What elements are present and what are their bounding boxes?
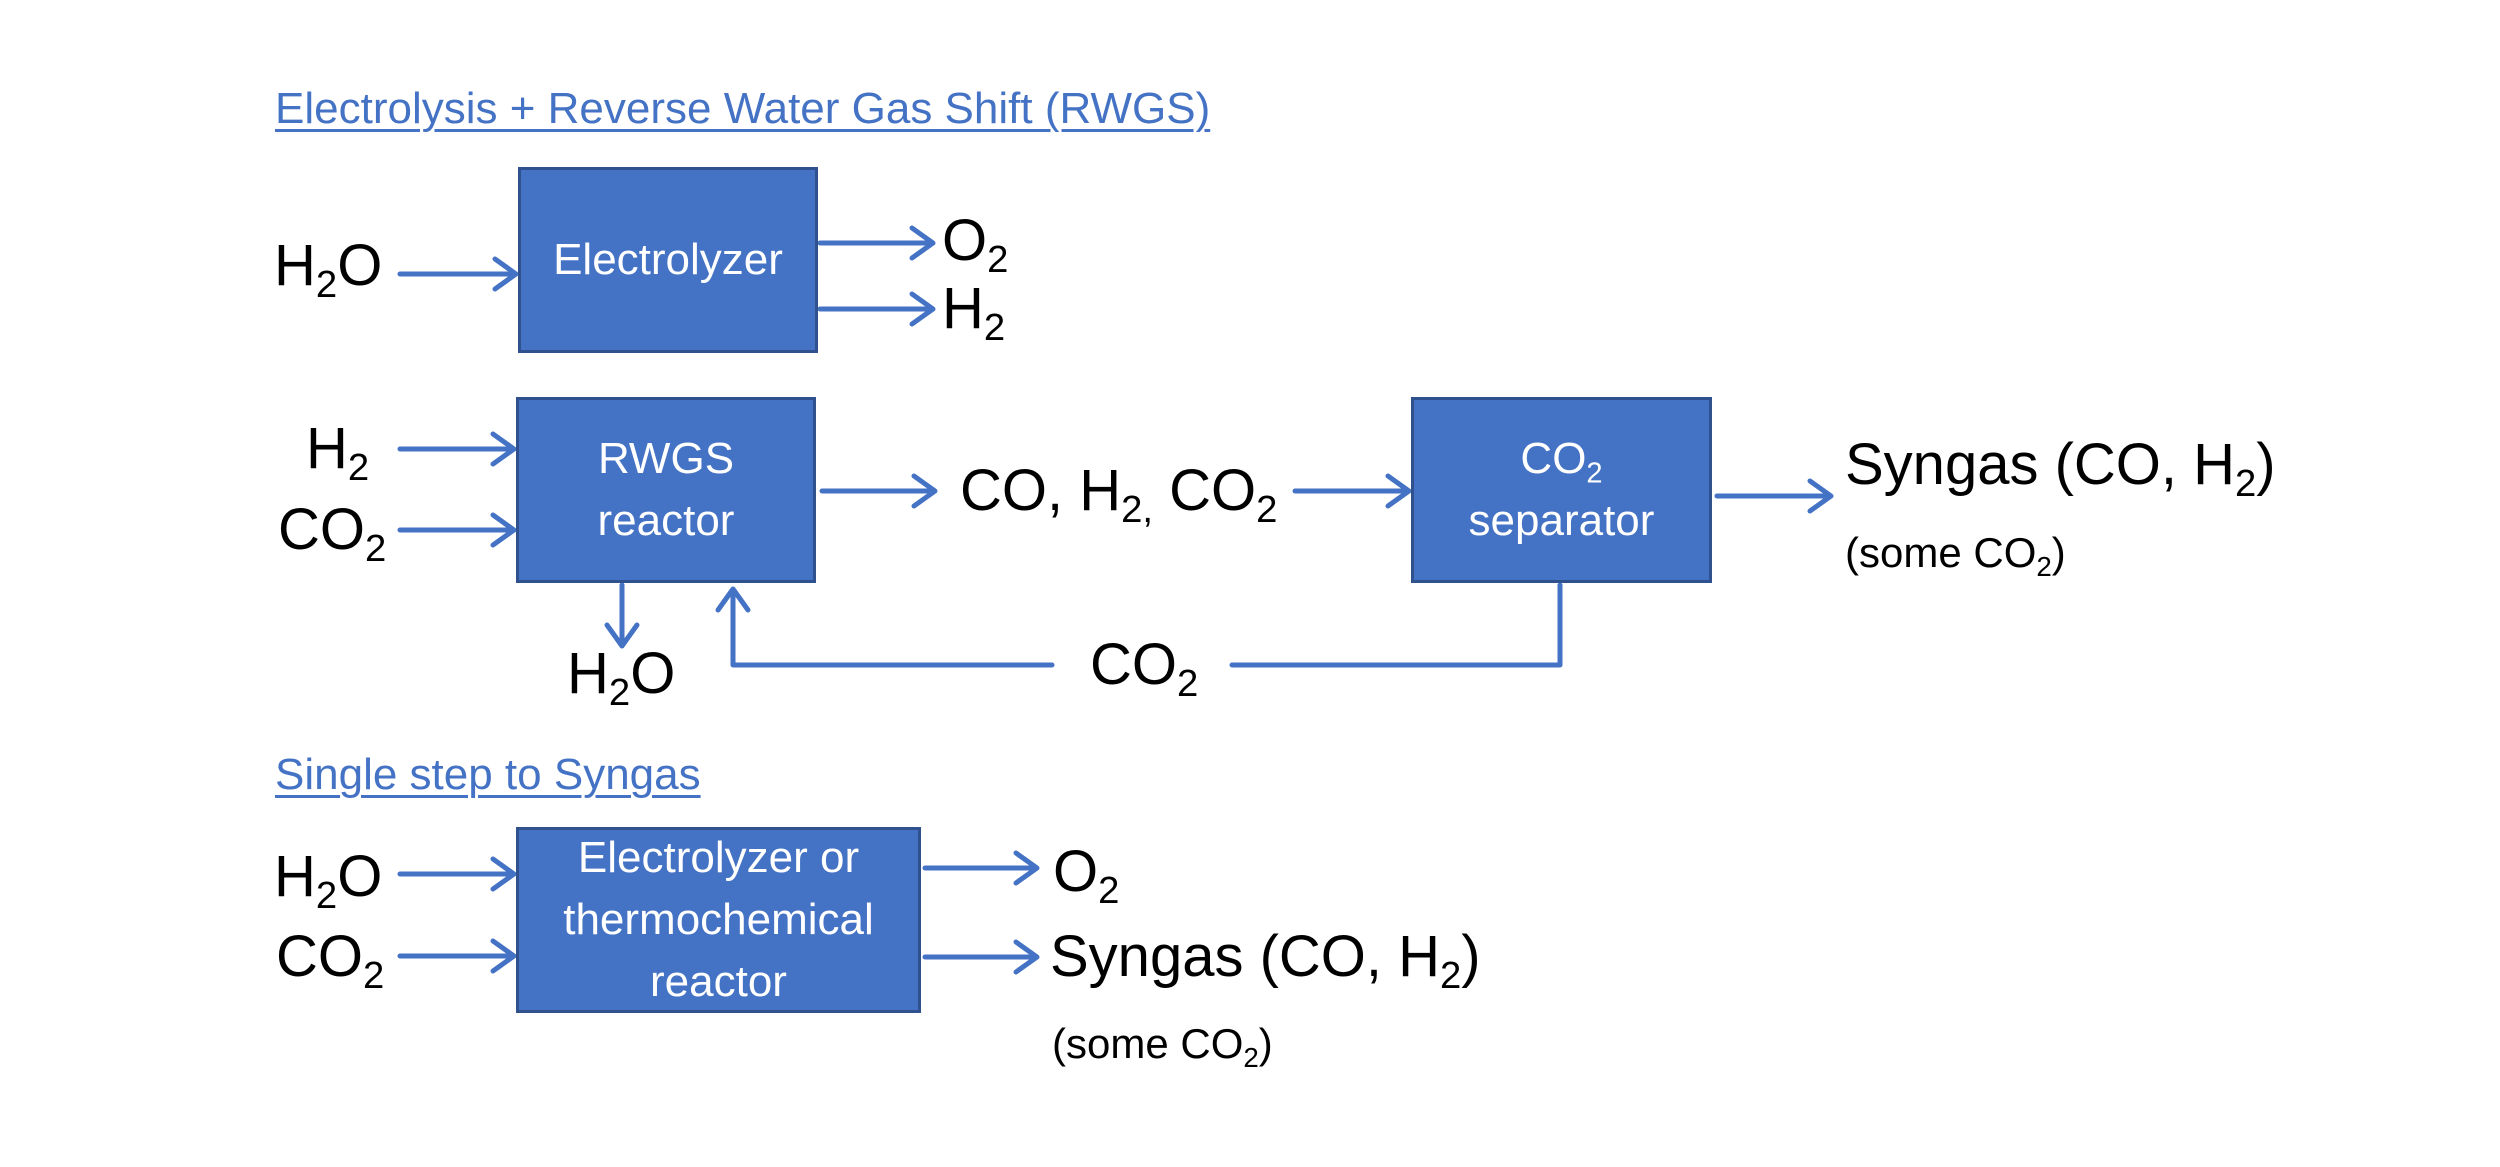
co2-input-label: CO2 (278, 497, 387, 571)
arrow-co2-to-rwgs (397, 512, 517, 548)
arrow-separator-to-syngas (1714, 478, 1834, 514)
co2-separator-label-line2: separator (1468, 496, 1655, 545)
arrow-h2o-to-electrolyzer (397, 256, 519, 292)
reactor-label-line2: thermochemical (563, 895, 874, 944)
co2-input-label-single: CO2 (276, 924, 385, 998)
h2o-byproduct-label: H2O (567, 641, 676, 715)
syngas-output-label-single: Syngas (CO, H2) (1050, 924, 1481, 998)
arrow-reactor-to-syngas (922, 939, 1040, 975)
co2-separator-label-line1: CO2 (1520, 434, 1603, 490)
arrow-electrolyzer-to-o2 (817, 225, 936, 261)
o2-output-label: O2 (942, 208, 1009, 282)
h2o-input-label-single: H2O (274, 844, 383, 918)
electrolyzer-box: Electrolyzer (518, 167, 818, 353)
reactor-label-line3: reactor (650, 957, 787, 1006)
arrow-electrolyzer-to-h2 (817, 291, 936, 327)
electrolyzer-label: Electrolyzer (553, 235, 783, 284)
single-step-reactor-box: Electrolyzer or thermochemical reactor (516, 827, 921, 1013)
arrow-rwgs-to-mix (819, 473, 938, 509)
arrow-mix-to-separator (1292, 473, 1412, 509)
syngas-output-label: Syngas (CO, H2) (1845, 432, 2276, 506)
arrow-co2-to-reactor (397, 938, 517, 974)
arrow-rwgs-to-h2o (604, 582, 640, 649)
rwgs-section-heading: Electrolysis + Reverse Water Gas Shift (… (275, 84, 1211, 133)
rwgs-reactor-label-line1: RWGS (597, 434, 735, 483)
some-co2-note-single: (some CO2) (1052, 1020, 1273, 1073)
single-step-section-heading: Single step to Syngas (275, 750, 701, 799)
rwgs-reactor-box: RWGS reactor (516, 397, 816, 583)
arrow-co2-recycle (715, 582, 1563, 668)
h2-output-label: H2 (942, 276, 1006, 350)
mixed-gas-label: CO, H2, CO2 (960, 458, 1278, 532)
rwgs-reactor-label-line2: reactor (597, 496, 735, 545)
h2-input-label: H2 (306, 416, 370, 490)
reactor-label-line1: Electrolyzer or (577, 833, 860, 882)
co2-separator-box: CO2 separator (1411, 397, 1712, 583)
h2o-input-label: H2O (274, 233, 383, 307)
co2-recycle-label: CO2 (1090, 632, 1199, 706)
arrow-reactor-to-o2 (922, 850, 1040, 886)
arrow-h2o-to-reactor (397, 856, 517, 892)
o2-output-label-single: O2 (1053, 839, 1120, 913)
arrow-h2-to-rwgs (397, 431, 517, 467)
some-co2-note: (some CO2) (1845, 529, 2066, 582)
